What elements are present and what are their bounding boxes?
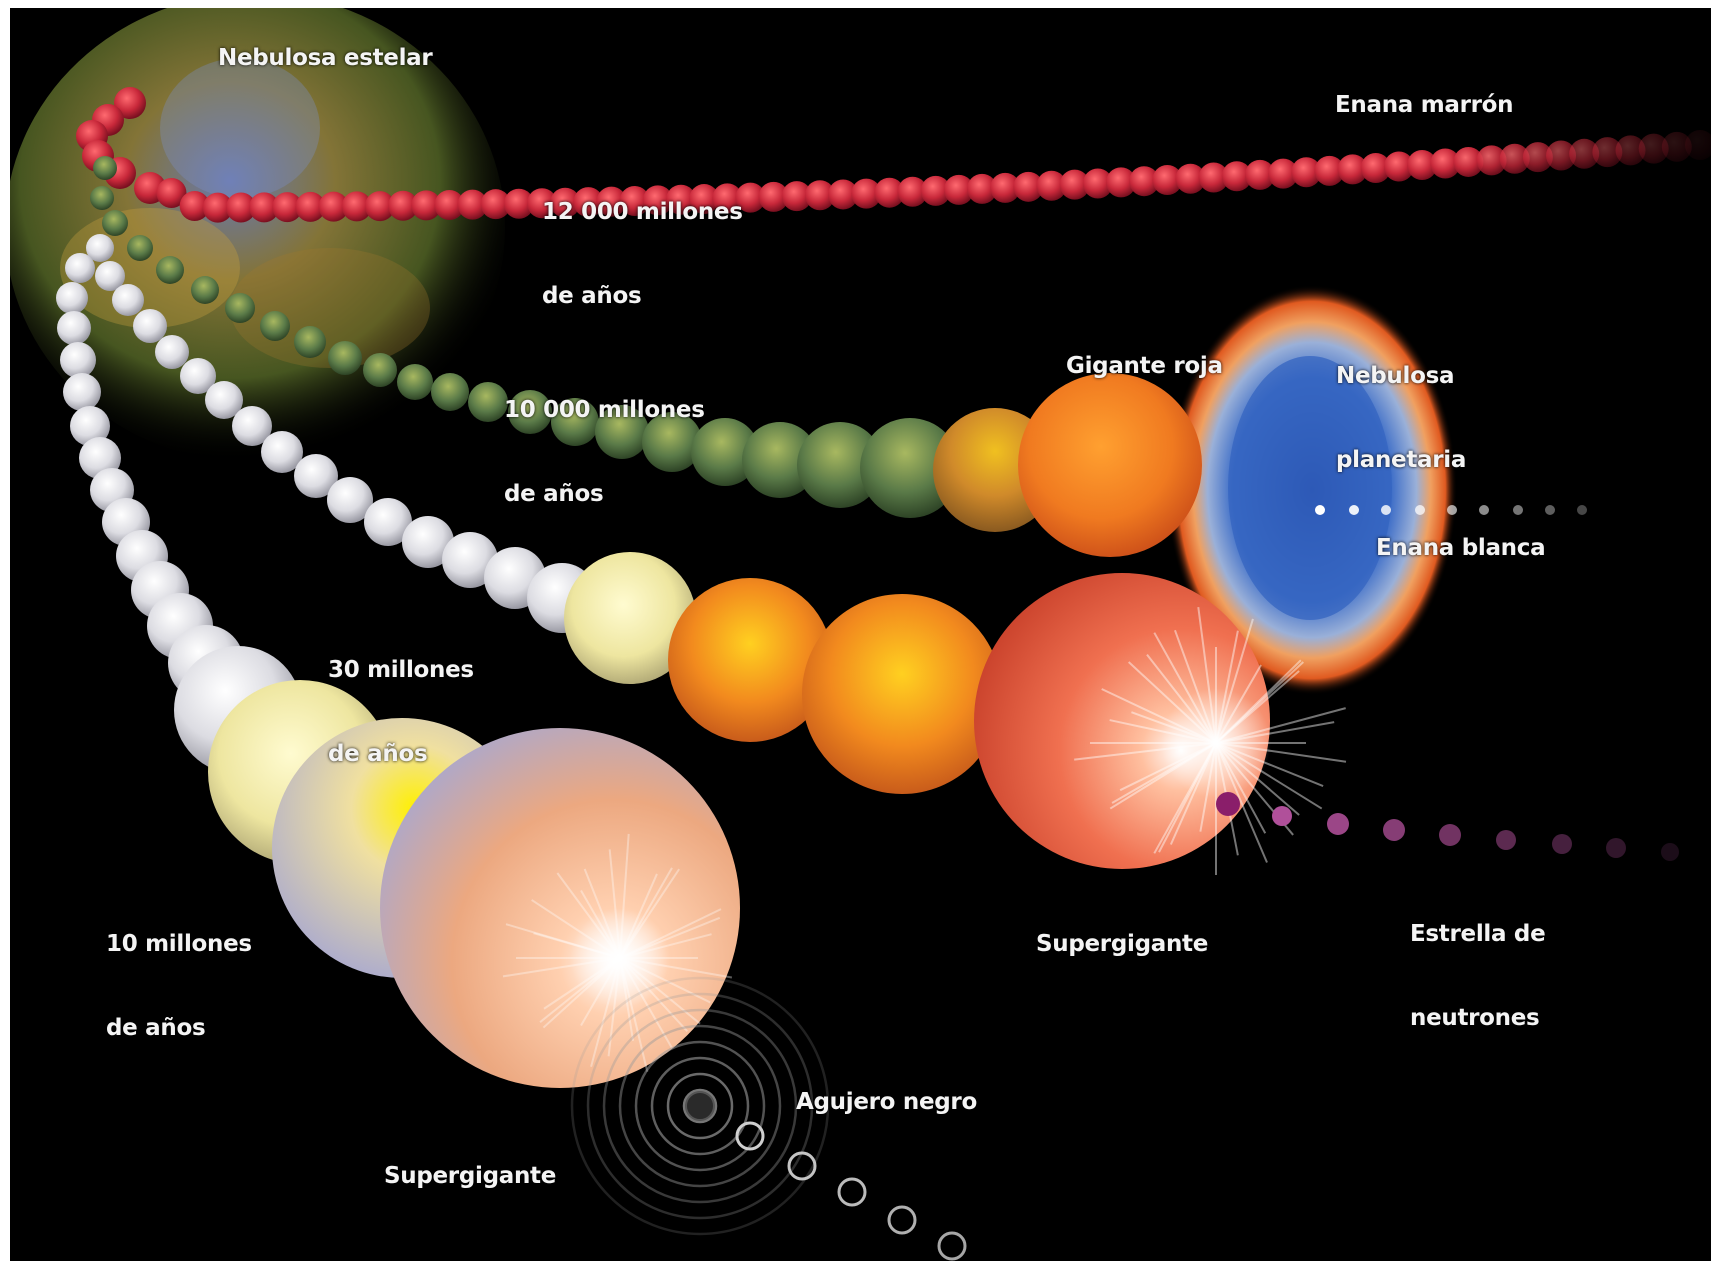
label-30-line1: 30 millones — [328, 657, 474, 683]
sunlike-track — [90, 156, 1057, 532]
label-10000-my: 10 000 millones de años — [504, 340, 705, 536]
label-neutron-line1: Estrella de — [1410, 921, 1546, 947]
massive-star-track — [86, 234, 1002, 794]
black-hole-rings — [570, 976, 830, 1236]
red-dwarf-track — [76, 87, 1711, 223]
label-supergiant-low: Supergigante — [384, 1163, 557, 1189]
white-dwarf-dots — [1315, 505, 1587, 515]
label-planetary-line1: Nebulosa — [1336, 363, 1455, 389]
neutron-star-dots — [1216, 792, 1679, 861]
label-planetary-line2: planetaria — [1336, 447, 1467, 473]
supergiant-low-star — [380, 728, 740, 1088]
stellar-nebula — [10, 8, 505, 463]
label-30-line2: de años — [328, 741, 428, 767]
label-stellar-nebula: Nebulosa estelar — [218, 45, 433, 71]
label-planetary-nebula: Nebulosa planetaria — [1336, 306, 1466, 502]
label-10000-line2: de años — [504, 481, 604, 507]
stellar-evolution-illustration — [10, 8, 1711, 1261]
label-black-hole: Agujero negro — [796, 1089, 977, 1115]
label-supergiant-mid: Supergigante — [1036, 931, 1209, 957]
label-neutron-star: Estrella de neutrones — [1410, 864, 1546, 1060]
planetary-nebula — [1167, 285, 1457, 695]
label-10-line1: 10 millones — [106, 931, 252, 957]
label-neutron-line2: neutrones — [1410, 1005, 1540, 1031]
label-brown-dwarf: Enana marrón — [1335, 92, 1514, 118]
label-12000-my: 12 000 millones de años — [542, 142, 743, 338]
diagram-canvas: Nebulosa estelar Enana marrón 12 000 mil… — [10, 8, 1711, 1261]
label-10000-line1: 10 000 millones — [504, 397, 705, 423]
supergiant-mid-star — [974, 573, 1347, 875]
label-12000-line2: de años — [542, 283, 642, 309]
black-hole-dots — [685, 1091, 967, 1261]
label-red-giant: Gigante roja — [1066, 353, 1223, 379]
label-white-dwarf: Enana blanca — [1376, 535, 1546, 561]
red-giant-star — [1018, 373, 1202, 557]
label-10-my: 10 millones de años — [106, 874, 252, 1070]
label-30-my: 30 millones de años — [328, 600, 474, 796]
label-10-line2: de años — [106, 1015, 206, 1041]
label-12000-line1: 12 000 millones — [542, 199, 743, 225]
